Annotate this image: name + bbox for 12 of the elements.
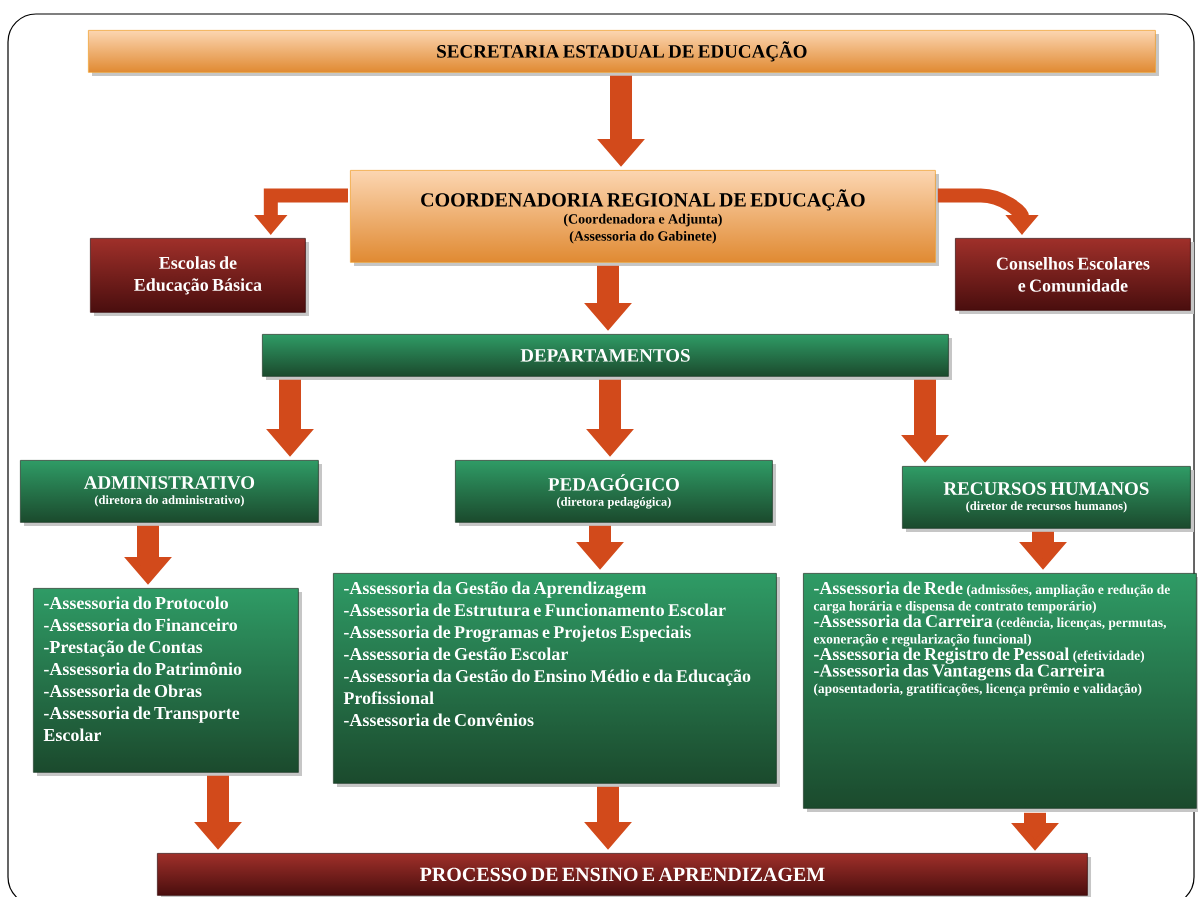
department-box: PEDAGÓGICO (diretora pedagógica) xyxy=(455,460,773,523)
task-list-box: -Assessoria do Protocolo -Assessoria do Financeiro -Prestação de Contas -Assessoria do Patrimônio -Assessoria de Obras -Assessoria de Transporte Escolar xyxy=(33,588,299,773)
department-bar: DEPARTAMENTOS xyxy=(262,334,949,377)
task-list-box: -Assessoria de Rede (admissões, ampliação e redução de carga horária e dispensa de contrato temporário) -Assessoria da Carreira (cedência, licenças, permutas, exoneração e regularização funcional) -Assessoria de Registro de Pessoal (efetividade) -Assessoria das Vantagens da Carreira (aposentadoria, gratificações, licença prêmio e validação) xyxy=(803,573,1197,809)
department-box: ADMINISTRATIVO (diretora do administrativo) xyxy=(20,460,319,523)
council-box: Conselhos Escolares e Comunidade xyxy=(955,238,1191,311)
process-bar: PROCESSO DE ENSINO E APRENDIZAGEM xyxy=(157,853,1088,896)
school-box: Escolas de Educação Básica xyxy=(90,238,306,313)
coordination-box: COORDENADORIA REGIONAL DE EDUCAÇÃO (Coordenadora e Adjunta) (Assessoria do Gabinete) xyxy=(350,170,936,263)
task-list-box: -Assessoria da Gestão da Aprendizagem -Assessoria de Estrutura e Funcionamento Escolar -Assessoria de Programas e Projetos Especiais -Assessoria de Gestão Escolar -Assessoria da Gestão do Ensino Médio e da Educação Profissional -Assessoria de Convênios xyxy=(333,573,777,784)
department-box: RECURSOS HUMANOS (diretor de recursos humanos) xyxy=(902,466,1191,529)
header-bar: SECRETARIA ESTADUAL DE EDUCAÇÃO xyxy=(88,30,1156,73)
